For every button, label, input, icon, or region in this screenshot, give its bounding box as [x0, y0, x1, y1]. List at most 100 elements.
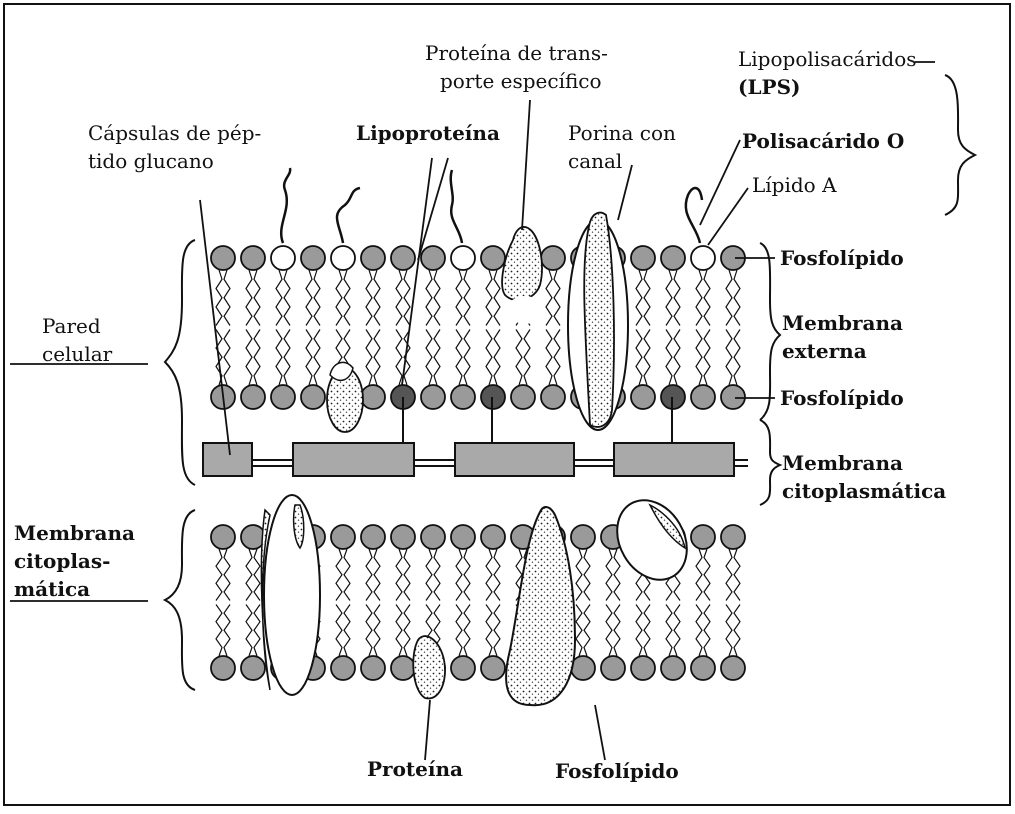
label-cytoplasmic-membrane-right-line1: Membrana: [782, 451, 903, 475]
phospholipid-head: [361, 656, 385, 680]
lipid-tail: [426, 330, 440, 386]
phospholipid-head: [271, 246, 295, 270]
cytoplasmic-transmembrane-protein-left: [261, 495, 320, 695]
lipid-tail: [306, 270, 320, 326]
lipid-tail: [486, 549, 500, 601]
lipid-tail: [336, 549, 350, 601]
porin-channel: [568, 213, 628, 430]
lipid-tail: [366, 605, 380, 657]
lipid-tail: [216, 270, 230, 326]
lipid-tail: [726, 330, 740, 386]
lipid-tail: [366, 330, 380, 386]
lipid-tail: [426, 549, 440, 601]
label-cytoplasmic-membrane-left-line2: citoplas-: [14, 549, 110, 573]
phospholipid-head: [391, 246, 415, 270]
lipid-tail: [246, 549, 260, 601]
phospholipid-head: [211, 656, 235, 680]
phospholipid-head: [391, 525, 415, 549]
phospholipid-head: [631, 385, 655, 409]
label-cell-wall-line1: Pared: [42, 314, 101, 338]
phospholipid-head: [421, 246, 445, 270]
phospholipid-head: [451, 525, 475, 549]
lipid-tail: [276, 270, 290, 326]
lipid-tail: [696, 605, 710, 657]
phospholipid-head: [211, 525, 235, 549]
label-phospholipid-top: Fosfolípido: [780, 246, 904, 270]
lipid-tail: [546, 330, 560, 386]
phospholipid-head: [721, 385, 745, 409]
phospholipid-head: [661, 246, 685, 270]
lipid-tail: [456, 270, 470, 326]
lipid-tail: [486, 330, 500, 386]
brace-membrana-externa: [760, 243, 780, 420]
brace-membrana-cito-right: [760, 420, 780, 505]
phospholipid-head: [241, 385, 265, 409]
lipid-tail: [546, 270, 560, 326]
lipid-tail: [306, 330, 320, 386]
label-lps-line2: (LPS): [738, 75, 800, 99]
lipid-tail: [396, 605, 410, 657]
lipid-tail: [426, 270, 440, 326]
peptidoglycan-block: [614, 443, 734, 476]
outer-membrane-vesicle: [507, 296, 543, 324]
lipid-tail: [516, 330, 530, 386]
lipid-tail: [666, 330, 680, 386]
lipid-tail: [666, 605, 680, 657]
label-transport-protein-line1: Proteína de trans-: [425, 41, 608, 65]
phospholipid-head: [601, 656, 625, 680]
lipid-tail: [576, 605, 590, 657]
label-phospholipid-middle: Fosfolípido: [780, 386, 904, 410]
lipid-tail: [606, 549, 620, 601]
label-o-polysaccharide: Polisacárido O: [742, 129, 904, 153]
label-cytoplasmic-membrane-left-line3: mática: [14, 577, 90, 601]
label-outer-membrane-line1: Membrana: [782, 311, 903, 335]
phospholipid-head: [571, 525, 595, 549]
brace-lps: [945, 75, 975, 215]
lipid-tail: [666, 270, 680, 326]
lipid-tail: [726, 270, 740, 326]
label-phospholipid-bottom: Fosfolípido: [555, 759, 679, 783]
phospholipid-head: [301, 246, 325, 270]
lipid-tail: [456, 605, 470, 657]
lipid-tail: [276, 330, 290, 386]
peptidoglycan-block: [455, 443, 574, 476]
phospholipid-head: [331, 246, 355, 270]
brace-pared-celular: [165, 240, 195, 485]
transport-protein: [502, 227, 542, 300]
label-protein: Proteína: [367, 757, 463, 781]
lipid-tail: [456, 330, 470, 386]
lipid-tail: [636, 330, 650, 386]
phospholipid-head: [421, 525, 445, 549]
phospholipid-head: [541, 385, 565, 409]
lipid-tail: [726, 549, 740, 601]
label-porin-line2: canal: [568, 149, 622, 173]
label-cytoplasmic-membrane-left-line1: Membrana: [14, 521, 135, 545]
lipid-tail: [606, 605, 620, 657]
phospholipid-head: [241, 656, 265, 680]
phospholipid-head: [361, 246, 385, 270]
lipid-tail: [396, 549, 410, 601]
label-peptidoglycan-line2: tido glucano: [88, 149, 214, 173]
phospholipid-head: [481, 656, 505, 680]
phospholipid-head: [451, 385, 475, 409]
lipid-tail: [336, 270, 350, 326]
lipid-tail: [366, 549, 380, 601]
peptidoglycan-block: [203, 443, 252, 476]
cytoplasmic-peripheral-protein: [413, 636, 445, 698]
label-cytoplasmic-membrane-right-line2: citoplasmática: [782, 479, 946, 503]
phospholipid-head: [451, 656, 475, 680]
phospholipid-head: [631, 656, 655, 680]
lipid-tail: [726, 605, 740, 657]
peptidoglycan-layer: [203, 443, 748, 476]
phospholipid-head: [481, 246, 505, 270]
label-lps-line1: Lipopolisacáridos: [738, 47, 917, 71]
lipid-tail: [216, 605, 230, 657]
brace-membrana-cito-left: [165, 510, 195, 690]
label-lipid-a: Lípido A: [752, 173, 837, 197]
label-outer-membrane-line2: externa: [782, 339, 867, 363]
phospholipid-head: [721, 656, 745, 680]
outer-membrane-protein: [327, 362, 363, 432]
phospholipid-head: [631, 246, 655, 270]
